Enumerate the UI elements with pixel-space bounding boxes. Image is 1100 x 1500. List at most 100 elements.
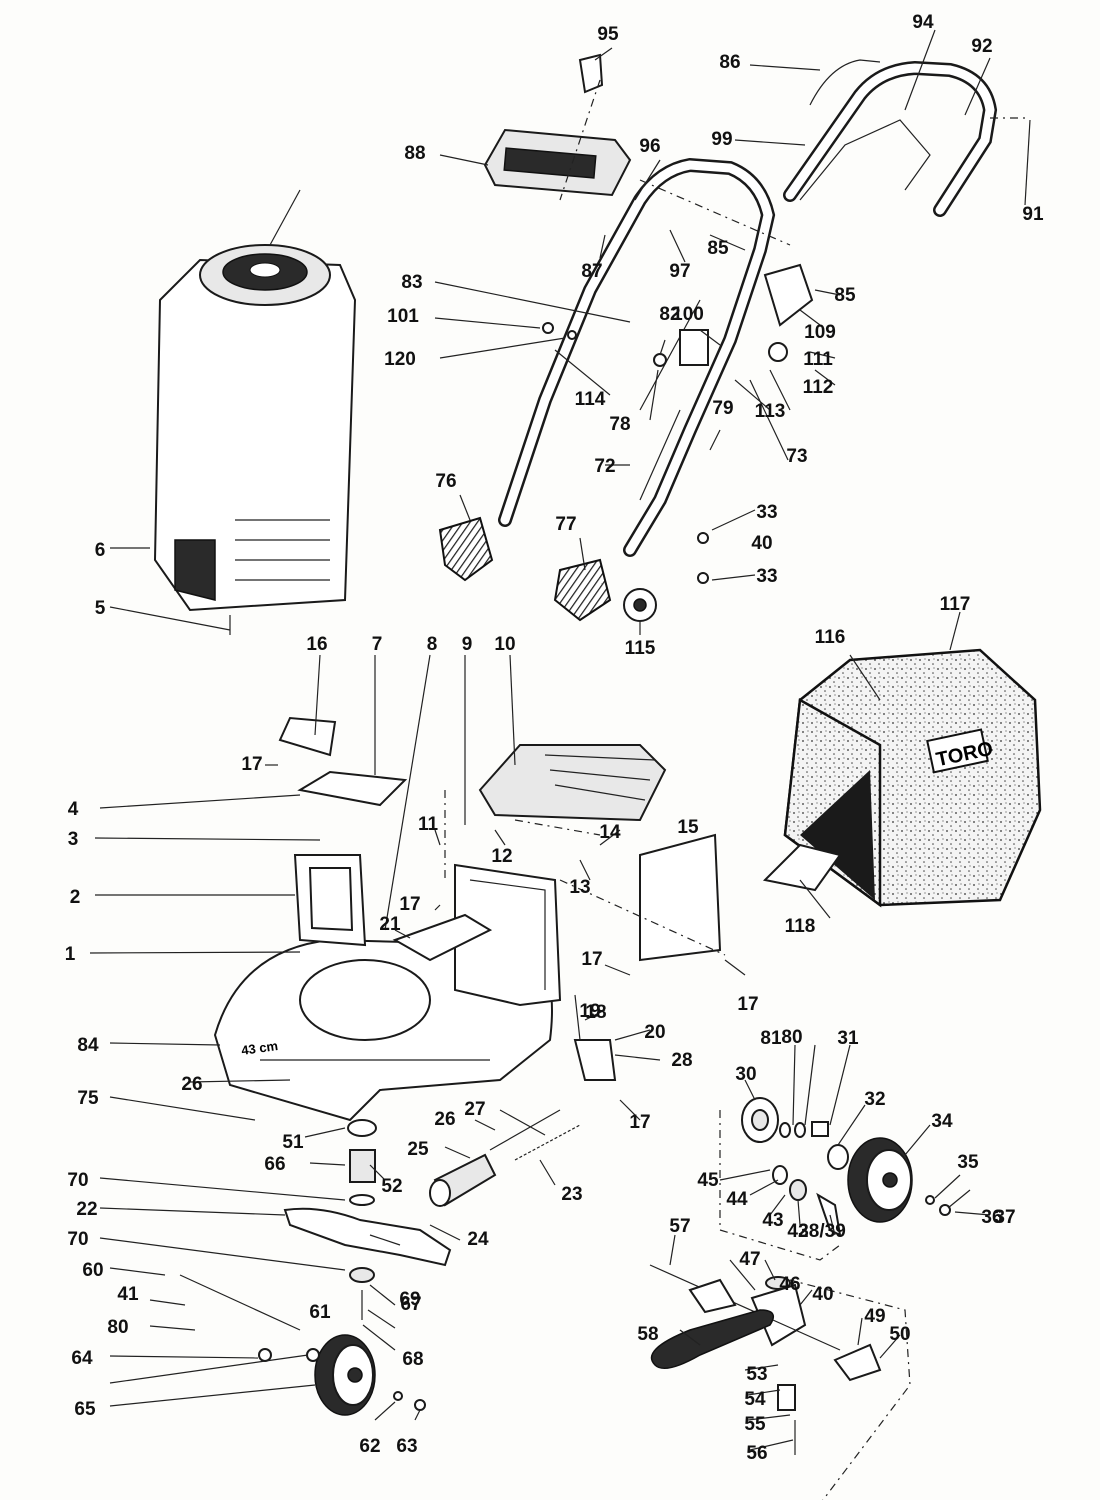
part-label-51: 51 xyxy=(282,1132,304,1153)
part-label-42: 42 xyxy=(787,1221,808,1242)
part-label-37: 37 xyxy=(994,1207,1015,1228)
part-label-9: 9 xyxy=(462,634,473,655)
part-label-13: 13 xyxy=(569,877,590,898)
part-label-55: 55 xyxy=(744,1414,766,1435)
part-label-28: 28 xyxy=(671,1050,692,1071)
part-label-33: 33 xyxy=(756,566,777,587)
part-label-21: 21 xyxy=(379,914,401,935)
part-label-63: 63 xyxy=(396,1436,417,1457)
part-label-94: 94 xyxy=(912,12,934,33)
part-label-25: 25 xyxy=(407,1139,429,1160)
part-label-23: 23 xyxy=(561,1184,582,1205)
part-label-53: 53 xyxy=(746,1364,767,1385)
part-label-82: 82 xyxy=(659,304,680,325)
part-label-64: 64 xyxy=(71,1348,93,1369)
part-label-16: 16 xyxy=(306,634,327,655)
part-label-4: 4 xyxy=(68,799,79,820)
part-label-32: 32 xyxy=(864,1089,885,1110)
part-label-77: 77 xyxy=(555,514,576,535)
part-label-84: 84 xyxy=(77,1035,99,1056)
part-label-31: 31 xyxy=(837,1028,859,1049)
part-label-8: 8 xyxy=(427,634,438,655)
part-label-78: 78 xyxy=(609,414,630,435)
part-label-91: 91 xyxy=(1022,204,1044,225)
part-label-34: 34 xyxy=(931,1111,953,1132)
part-label-118: 118 xyxy=(785,916,816,937)
leader-lines xyxy=(89,29,1031,1451)
part-label-19: 19 xyxy=(579,1001,600,1022)
grass-bag-illustration: TORO xyxy=(762,648,1042,908)
part-label-7: 7 xyxy=(372,634,383,655)
part-label-41: 41 xyxy=(117,1284,139,1305)
part-label-3: 3 xyxy=(68,829,79,850)
part-label-1: 1 xyxy=(65,944,76,965)
part-label-80: 80 xyxy=(781,1027,802,1048)
part-label-44: 44 xyxy=(726,1189,748,1210)
part-label-68: 68 xyxy=(402,1349,423,1370)
part-label-61: 61 xyxy=(309,1302,331,1323)
part-label-33: 33 xyxy=(756,502,777,523)
part-label-46: 46 xyxy=(779,1274,800,1295)
part-label-111: 111 xyxy=(803,349,833,370)
part-label-86: 86 xyxy=(719,52,740,73)
part-label-96: 96 xyxy=(639,136,660,157)
part-label-112: 112 xyxy=(803,377,834,398)
part-label-47: 47 xyxy=(739,1249,760,1270)
rear-wheel-drive-illustration xyxy=(649,1097,951,1500)
part-label-72: 72 xyxy=(594,456,615,477)
part-label-65: 65 xyxy=(74,1399,96,1420)
part-label-75: 75 xyxy=(77,1088,99,1109)
part-label-35: 35 xyxy=(957,1152,979,1173)
part-label-114: 114 xyxy=(575,389,606,410)
part-label-30: 30 xyxy=(735,1064,756,1085)
mower-deck-illustration: 43 cm xyxy=(213,716,726,1122)
part-label-101: 101 xyxy=(387,306,419,327)
part-label-109: 109 xyxy=(804,322,836,343)
part-label-17: 17 xyxy=(581,949,602,970)
part-label-17: 17 xyxy=(399,894,420,915)
part-label-36: 36 xyxy=(981,1207,1002,1228)
handle-assembly xyxy=(438,53,1030,622)
part-label-24: 24 xyxy=(467,1229,489,1250)
part-label-26: 26 xyxy=(181,1074,202,1095)
part-label-85: 85 xyxy=(707,238,729,259)
part-label-52: 52 xyxy=(381,1176,402,1197)
part-label-67: 67 xyxy=(400,1294,421,1315)
part-label-117: 117 xyxy=(940,594,971,615)
part-label-14: 14 xyxy=(599,822,621,843)
part-label-58: 58 xyxy=(637,1324,658,1345)
part-label-99: 99 xyxy=(711,129,732,150)
part-label-54: 54 xyxy=(744,1389,766,1410)
part-label-81: 81 xyxy=(760,1028,782,1049)
part-label-56: 56 xyxy=(746,1443,767,1464)
part-label-113: 113 xyxy=(755,401,786,422)
part-label-10: 10 xyxy=(494,634,515,655)
part-label-83: 83 xyxy=(401,272,422,293)
part-label-40: 40 xyxy=(751,533,772,554)
part-label-80: 80 xyxy=(107,1317,128,1338)
blade-drive-illustration xyxy=(179,994,617,1416)
part-label-66: 66 xyxy=(264,1154,285,1175)
engine-illustration xyxy=(153,189,357,635)
part-label-120: 120 xyxy=(384,349,416,370)
part-label-70: 70 xyxy=(67,1229,88,1250)
part-label-18: 18 xyxy=(585,1002,606,1023)
part-label-38-39: 38/39 xyxy=(798,1221,846,1242)
part-label-87: 87 xyxy=(581,261,602,282)
part-label-85: 85 xyxy=(834,285,856,306)
part-label-27: 27 xyxy=(464,1099,485,1120)
part-label-73: 73 xyxy=(786,446,807,467)
part-label-95: 95 xyxy=(597,24,619,45)
part-label-17: 17 xyxy=(241,754,262,775)
part-label-15: 15 xyxy=(677,817,699,838)
part-label-17: 17 xyxy=(629,1112,650,1133)
part-label-22: 22 xyxy=(76,1199,97,1220)
part-label-116: 116 xyxy=(815,627,846,648)
part-label-2: 2 xyxy=(70,887,81,908)
part-label-69: 69 xyxy=(399,1289,420,1310)
part-label-12: 12 xyxy=(491,846,512,867)
part-label-17: 17 xyxy=(737,994,758,1015)
part-label-5: 5 xyxy=(95,598,106,619)
